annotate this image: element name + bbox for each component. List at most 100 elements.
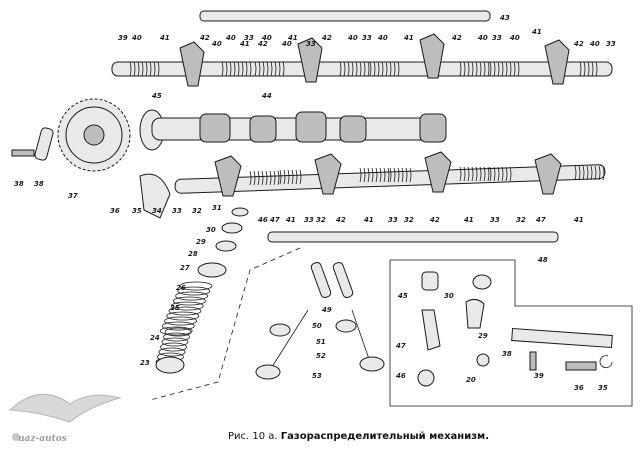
bolt-38 (11, 149, 35, 157)
spring-40-1 (221, 61, 252, 77)
valve-spring-coil (161, 321, 195, 331)
spring-40-2 (254, 61, 285, 77)
callout-46: 46 (396, 372, 406, 380)
callout-44: 44 (262, 92, 272, 100)
callout-41: 41 (364, 216, 374, 224)
rocker-arm-42c (419, 33, 445, 79)
callout-42: 42 (430, 216, 440, 224)
callout-38: 38 (34, 180, 44, 188)
callout-20: 20 (466, 376, 476, 384)
callout-29: 29 (196, 238, 206, 246)
callout-40: 40 (510, 34, 520, 42)
callout-33: 33 (606, 40, 616, 48)
rocker-arm-42a (179, 41, 205, 87)
callout-30: 30 (444, 292, 454, 300)
callout-46: 46 (258, 216, 268, 224)
callout-25: 25 (170, 304, 180, 312)
spring-41-3 (389, 167, 412, 183)
callout-32: 32 (404, 216, 414, 224)
spring-40-3 (339, 61, 370, 77)
callout-42: 42 (258, 40, 268, 48)
spring-40-7 (579, 61, 598, 77)
callout-40: 40 (262, 34, 272, 42)
valves-49-53 (255, 262, 385, 380)
caption-title: Газораспределительный механизм. (280, 431, 489, 442)
callout-40: 40 (132, 34, 142, 42)
callout-40: 40 (212, 40, 222, 48)
callout-47: 47 (536, 216, 546, 224)
callout-26: 26 (176, 284, 186, 292)
callout-42: 42 (336, 216, 346, 224)
callout-39: 39 (118, 34, 128, 42)
spring-41-6 (574, 165, 605, 181)
callout-41: 41 (160, 34, 170, 42)
callout-24: 24 (150, 334, 160, 342)
callout-41: 41 (574, 216, 584, 224)
camshaft-44 (139, 109, 447, 151)
plate-38 (34, 127, 54, 161)
callout-43: 43 (500, 14, 510, 22)
spring-41-0 (249, 170, 280, 186)
callout-51: 51 (316, 338, 326, 346)
spring-41-5 (489, 166, 512, 182)
valve-spring-coil (172, 296, 206, 306)
inner-spring-coil (160, 342, 187, 352)
rocker-arm-47 (534, 153, 562, 195)
valve-spring-coil (170, 301, 204, 311)
callout-40: 40 (282, 40, 292, 48)
callout-32: 32 (316, 216, 326, 224)
callout-52: 52 (316, 352, 326, 360)
callout-38: 38 (14, 180, 24, 188)
inner-spring-coil (161, 337, 189, 347)
callout-37: 37 (68, 192, 78, 200)
callout-48: 48 (538, 256, 548, 264)
callout-42: 42 (452, 34, 462, 42)
callout-41: 41 (240, 40, 250, 48)
callout-53: 53 (312, 372, 322, 380)
watermark-logo-icon (8, 393, 122, 423)
bracket-34 (139, 173, 171, 219)
watermark-emblem-icon (12, 433, 20, 441)
valve-spring-coil (166, 311, 200, 321)
callout-42: 42 (574, 40, 584, 48)
callout-33: 33 (244, 34, 254, 42)
callout-40: 40 (590, 40, 600, 48)
callout-38: 38 (502, 350, 512, 358)
callout-32: 32 (192, 207, 202, 215)
valve-spring-coil (179, 281, 213, 291)
inset-frame (389, 259, 633, 407)
callout-31: 31 (212, 204, 222, 212)
spring-41-2 (359, 167, 390, 183)
callout-41: 41 (286, 216, 296, 224)
callout-35: 35 (132, 207, 142, 215)
inset-parts (417, 271, 613, 387)
spring-41-4 (459, 166, 490, 182)
callout-47: 47 (396, 342, 406, 350)
callout-30: 30 (206, 226, 216, 234)
callout-33: 33 (492, 34, 502, 42)
rocker-arm-42e (314, 153, 342, 195)
rocker-arm-42b (297, 37, 323, 83)
callout-42: 42 (322, 34, 332, 42)
callout-29: 29 (478, 332, 488, 340)
valve-spring-coil (164, 316, 198, 326)
valve-spring-coil (159, 326, 193, 336)
caption-prefix: Рис. 10 а. (228, 431, 278, 442)
callout-27: 27 (180, 264, 190, 272)
callout-41: 41 (532, 28, 542, 36)
spring-40-6 (489, 61, 520, 77)
callout-50: 50 (312, 322, 322, 330)
callout-40: 40 (478, 34, 488, 42)
inner-spring-coil (163, 332, 190, 342)
callout-40: 40 (378, 34, 388, 42)
upper-rocker-assembly (111, 33, 613, 87)
camshaft-gear-37 (57, 98, 131, 172)
valve-spring-coil (168, 306, 202, 316)
spring-40-5 (459, 61, 490, 77)
rocker-arm-42d (544, 39, 570, 85)
callout-28: 28 (188, 250, 198, 258)
callout-33: 33 (490, 216, 500, 224)
callout-33: 33 (304, 216, 314, 224)
